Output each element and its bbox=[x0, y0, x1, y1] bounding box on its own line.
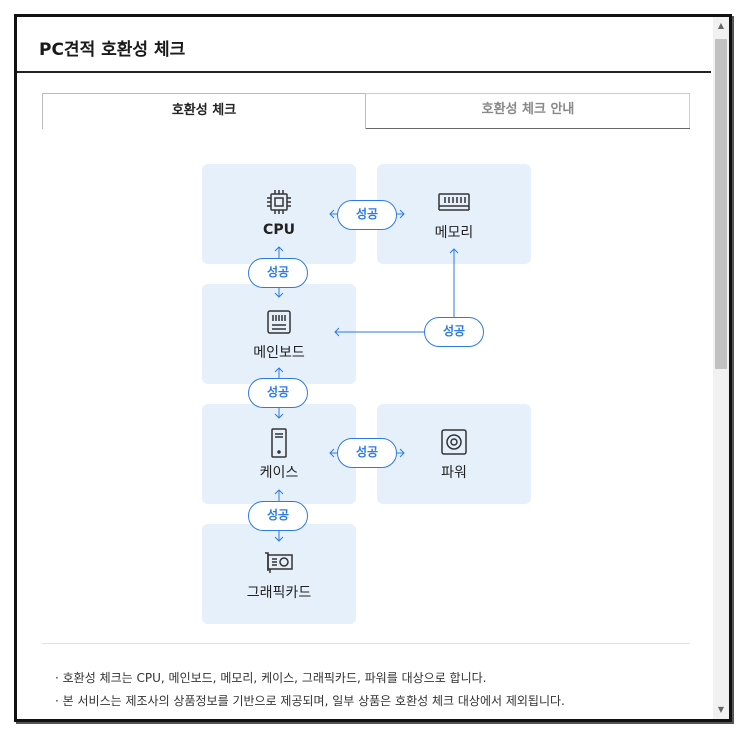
status-case-power: 성공 bbox=[337, 438, 397, 468]
status-cpu-mainboard: 성공 bbox=[248, 258, 308, 288]
mainboard-icon bbox=[202, 308, 356, 336]
scroll-down-icon[interactable]: ▼ bbox=[717, 705, 725, 714]
power-label: 파워 bbox=[441, 465, 467, 481]
notes: · 호환성 체크는 CPU, 메인보드, 메모리, 케이스, 그래픽카드, 파워… bbox=[55, 667, 565, 713]
status-case-graphics: 성공 bbox=[248, 501, 308, 531]
status-cpu-memory: 성공 bbox=[337, 200, 397, 230]
tab-compatibility-guide[interactable]: 호환성 체크 안내 bbox=[366, 93, 690, 129]
mainboard-label: 메인보드 bbox=[253, 345, 305, 361]
memory-label: 메모리 bbox=[434, 225, 474, 241]
cpu-label: CPU bbox=[263, 222, 295, 238]
graphics-label: 그래픽카드 bbox=[246, 585, 312, 601]
tab-compatibility-check[interactable]: 호환성 체크 bbox=[42, 93, 366, 129]
divider bbox=[42, 643, 690, 644]
note-item: · 본 서비스는 제조사의 상품정보를 기반으로 제공되며, 일부 상품은 호환… bbox=[55, 694, 565, 708]
connector-lines bbox=[274, 209, 459, 542]
memory-icon bbox=[377, 188, 531, 216]
case-label: 케이스 bbox=[259, 465, 299, 481]
status-memory-mainboard: 성공 bbox=[424, 317, 484, 347]
power-supply-icon bbox=[377, 428, 531, 456]
compatibility-diagram: CPU 메모리 bbox=[17, 17, 717, 657]
scroll-up-icon[interactable]: ▲ bbox=[717, 21, 725, 30]
case-icon bbox=[202, 428, 356, 458]
cpu-icon bbox=[202, 188, 356, 216]
tab-bar: 호환성 체크 호환성 체크 안내 bbox=[42, 93, 690, 129]
page-title: PC견적 호환성 체크 bbox=[39, 40, 186, 60]
compatibility-window: PC견적 호환성 체크 호환성 체크 호환성 체크 안내 CPU bbox=[14, 14, 732, 722]
status-mainboard-case: 성공 bbox=[248, 378, 308, 408]
graphics-card-icon bbox=[202, 548, 356, 576]
note-item: · 호환성 체크는 CPU, 메인보드, 메모리, 케이스, 그래픽카드, 파워… bbox=[55, 671, 487, 685]
scrollbar-thumb[interactable] bbox=[715, 39, 727, 369]
scrollbar[interactable]: ▲ ▼ bbox=[713, 17, 729, 719]
window-header: PC견적 호환성 체크 bbox=[17, 17, 711, 73]
